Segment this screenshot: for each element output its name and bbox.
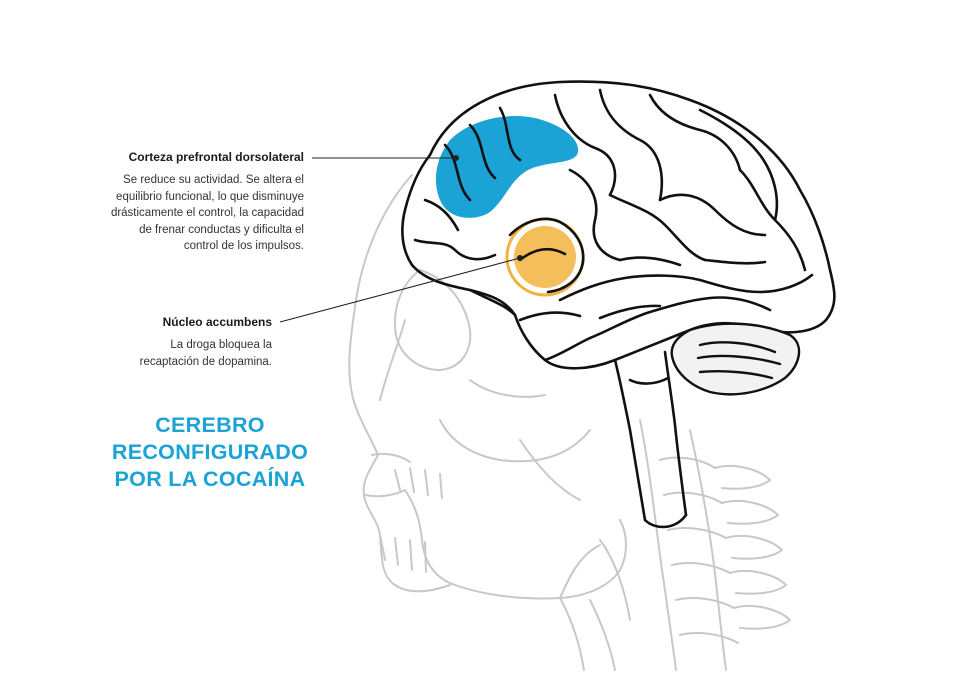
prefrontal-title: Corteza prefrontal dorsolateral xyxy=(128,150,304,164)
prefrontal-description: Se reduce su actividad. Se altera el equ… xyxy=(64,172,304,255)
prefrontal-line-3: drásticamente el control, la capacidad xyxy=(110,207,304,219)
prefrontal-leader-dot xyxy=(453,155,459,161)
skull xyxy=(348,174,791,671)
accumbens-leader-line xyxy=(279,257,521,323)
page-title: CEREBRO RECONFIGURADO POR LA COCAÍNA xyxy=(100,412,320,493)
prefrontal-line-1: Se reduce su actividad. Se altera el xyxy=(123,174,304,186)
prefrontal-cortex-region xyxy=(435,116,579,218)
leader-lines xyxy=(279,155,523,323)
accumbens-leader-dot xyxy=(517,255,523,261)
prefrontal-line-4: de frenar conductas y dificulta el xyxy=(139,223,304,236)
prefrontal-line-5: control de los impulsos. xyxy=(183,240,304,252)
title-line-1: CEREBRO xyxy=(155,413,265,437)
accumbens-line-2: recaptación de dopamina. xyxy=(139,355,272,368)
accumbens-line-1: La droga bloquea la xyxy=(170,339,272,351)
title-line-2: RECONFIGURADO xyxy=(111,440,309,464)
cerebellum xyxy=(670,322,801,396)
prefrontal-line-2: equilibrio funcional, lo que disminuye xyxy=(116,190,304,203)
title-line-3: POR LA COCAÍNA xyxy=(114,467,306,491)
accumbens-description: La droga bloquea la recaptación de dopam… xyxy=(72,337,272,370)
accumbens-title: Núcleo accumbens xyxy=(162,315,272,329)
